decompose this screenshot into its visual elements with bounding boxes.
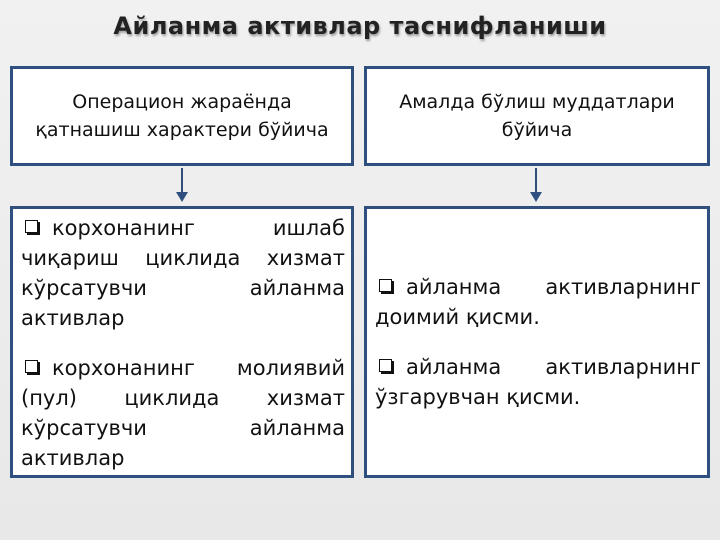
page-title: Айланма активлар таснифланиши	[113, 12, 607, 40]
list-item: корхонанинг ишлаб чиқариш циклида хизмат…	[21, 213, 345, 333]
heading-box-operational: Операцион жараёнда қатнашиш характери бў…	[10, 66, 354, 166]
list-item: айланма активларнинг ўзгарувчан қисми.	[375, 352, 701, 412]
checkbox-bullet-icon	[25, 220, 38, 233]
list-item: корхонанинг молиявий (пул) циклида хизма…	[21, 353, 345, 473]
content-box-operational: корхонанинг ишлаб чиқариш циклида хизмат…	[10, 206, 354, 478]
checkbox-bullet-icon	[25, 360, 38, 373]
checkbox-bullet-icon	[379, 359, 392, 372]
heading-duration-label: Амалда бўлиш муддатлари бўйича	[399, 91, 675, 141]
list-item-text: айланма активларнинг доимий қисми.	[375, 275, 701, 329]
content-box-duration: айланма активларнинг доимий қисми. айлан…	[364, 206, 710, 478]
list-item: айланма активларнинг доимий қисми.	[375, 272, 701, 332]
arrow-down-icon	[530, 168, 542, 204]
heading-box-duration: Амалда бўлиш муддатлари бўйича	[364, 66, 710, 166]
list-item-text: корхонанинг молиявий (пул) циклида хизма…	[21, 356, 345, 470]
checkbox-bullet-icon	[379, 279, 392, 292]
heading-operational-label: Операцион жараёнда қатнашиш характери бў…	[35, 91, 329, 141]
arrow-down-icon	[176, 168, 188, 204]
list-item-text: корхонанинг ишлаб чиқариш циклида хизмат…	[21, 216, 345, 330]
list-item-text: айланма активларнинг ўзгарувчан қисми.	[375, 355, 701, 409]
